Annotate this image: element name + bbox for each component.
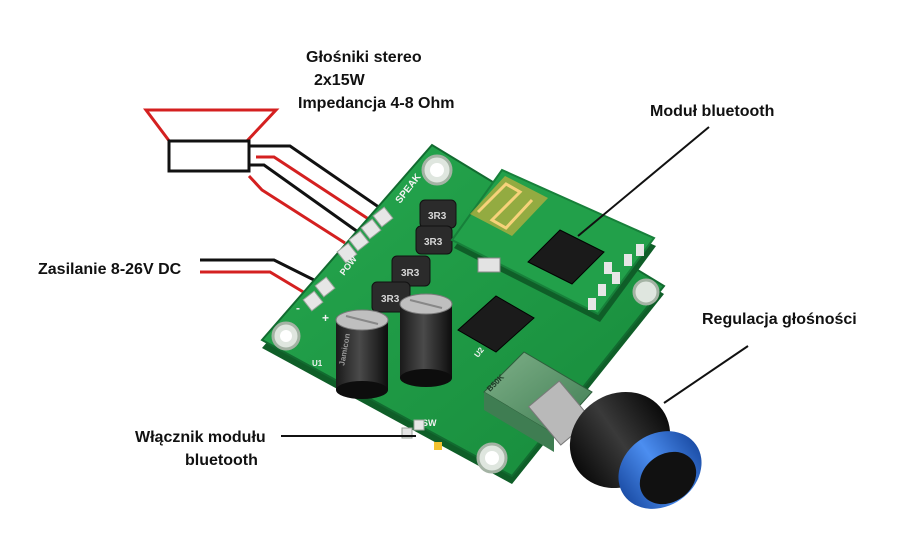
- pot-side: [484, 392, 554, 452]
- capacitor-body: [400, 304, 452, 378]
- terminal-pad: [336, 242, 358, 264]
- minus-silkscreen: -: [296, 301, 300, 315]
- amplifier-chip: [457, 295, 535, 353]
- bt-crystal: [477, 257, 501, 273]
- bt-antenna: [470, 176, 548, 236]
- mounting-hole-center: [430, 163, 444, 177]
- speaker-wire-red-2: [247, 174, 346, 245]
- capacitor-base: [400, 369, 452, 387]
- bt-switch-pads: [401, 419, 442, 450]
- mounting-hole: [632, 278, 660, 306]
- knob-cap: [639, 451, 697, 505]
- speaker-cone: [143, 108, 280, 144]
- bluetooth-module-label: Moduł bluetooth: [650, 103, 775, 120]
- inductor-mark: 3R3: [381, 294, 400, 305]
- inductor: [391, 255, 431, 287]
- mounting-hole-center: [485, 451, 499, 465]
- capacitor-base: [336, 381, 388, 399]
- terminal-pad: [360, 218, 382, 240]
- inductor-mark: 3R3: [401, 268, 420, 279]
- power-supply-label: Zasilanie 8-26V DC: [38, 261, 182, 278]
- speakers-impedance-label: Impedancja 4-8 Ohm: [298, 95, 455, 112]
- power-wire-red: [200, 270, 311, 298]
- power-wires: [200, 258, 319, 298]
- volume-knob: [569, 391, 702, 509]
- speaker-wire-red-1: [256, 155, 371, 222]
- capacitor-body: [336, 320, 388, 390]
- u1-silkscreen: U1: [312, 359, 323, 368]
- power-pad: [314, 276, 336, 298]
- speaker-body: [167, 139, 251, 173]
- bt-switch-label-line1: Włącznik modułu: [135, 429, 266, 446]
- capacitor-vent: [409, 299, 443, 309]
- bluetooth-pointer-line: [577, 126, 710, 237]
- inductor-mark: 3R3: [424, 237, 443, 248]
- terminal-pad: [348, 230, 370, 252]
- speakers-power-label: 2x15W: [314, 72, 365, 89]
- speaker-wires: [247, 144, 384, 245]
- power-wire-black: [200, 258, 319, 284]
- amplifier-ic: [457, 295, 535, 353]
- inductor-mark: 3R3: [428, 211, 447, 222]
- speaker-wire-black-1: [249, 144, 384, 212]
- annotation-lines: [281, 126, 749, 437]
- plus-silkscreen: +: [322, 311, 329, 325]
- terminal-pad: [372, 206, 394, 228]
- switch-pad: [413, 419, 425, 431]
- volume-pointer-line: [663, 345, 749, 404]
- status-led: [434, 442, 442, 450]
- bt-pin: [588, 298, 596, 310]
- mounting-hole-center: [280, 330, 292, 342]
- capacitor-vent: [345, 315, 379, 325]
- speaker-symbol: [143, 108, 280, 173]
- bt-pin: [604, 262, 612, 274]
- bt-pin: [612, 272, 620, 284]
- inductors: 3R3 3R3 3R3 3R3: [371, 199, 457, 313]
- power-pad: [302, 290, 324, 312]
- bt-antenna-trace: [476, 182, 534, 230]
- bt-pin: [636, 244, 644, 256]
- bt-pin: [624, 254, 632, 266]
- speakers-title-label: Głośniki stereo: [306, 49, 422, 66]
- bt-pin: [598, 284, 606, 296]
- bluetooth-module: [450, 168, 656, 322]
- bt-switch-label-line2: bluetooth: [185, 452, 258, 469]
- bt-chip: [527, 229, 605, 285]
- switch-pad: [401, 427, 413, 439]
- speaker-terminals: [336, 206, 394, 264]
- capacitors: Jamicon: [335, 293, 453, 399]
- bt-pins: [588, 244, 644, 310]
- sw-silkscreen: SW: [422, 418, 437, 428]
- speaker-wire-black-2: [249, 163, 359, 234]
- volume-control-label: Regulacja głośności: [702, 311, 857, 328]
- power-terminals: [302, 276, 336, 312]
